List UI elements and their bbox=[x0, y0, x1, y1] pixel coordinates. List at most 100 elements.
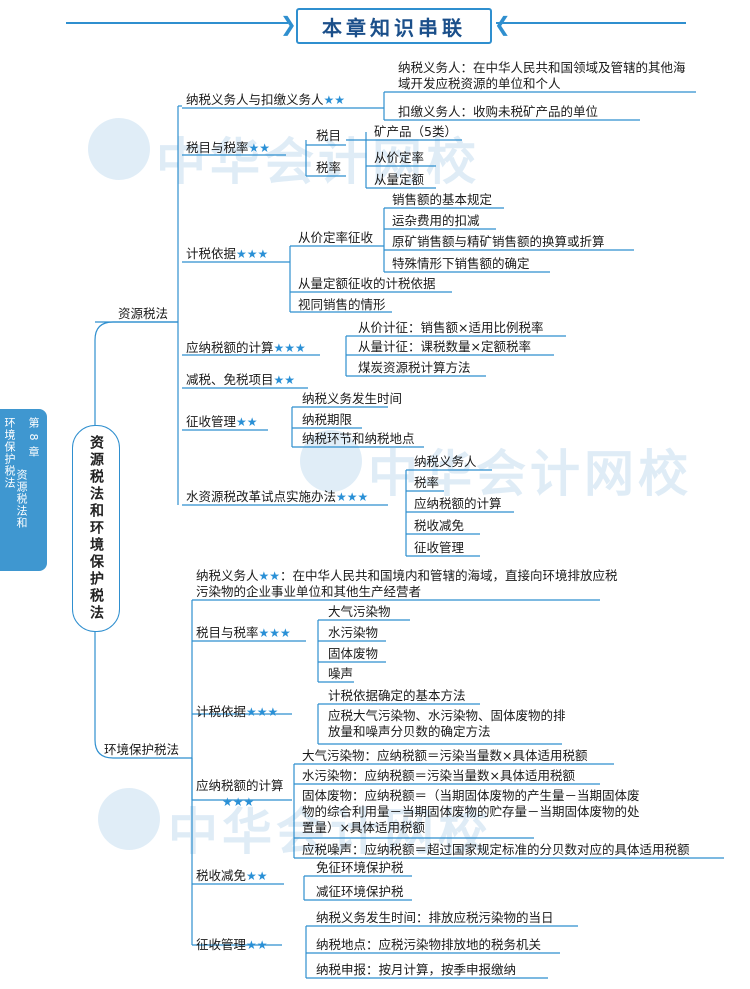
side-tab-chapter: 第 8 章 bbox=[27, 417, 40, 458]
branch-resource-tax: 资源税法 bbox=[118, 306, 169, 321]
resource-water-label: 水资源税改革试点实施办法 bbox=[186, 489, 337, 504]
env-relief-node: 税收减免★★ bbox=[196, 868, 268, 884]
resource-calc-coal: 煤炭资源税计算方法 bbox=[358, 360, 471, 375]
resource-calc-node: 应纳税额的计算★★★ bbox=[186, 340, 306, 356]
star-rating: ★★ bbox=[236, 415, 258, 429]
header-chevron-left-icon: ❯ bbox=[280, 12, 297, 36]
star-rating: ★★★ bbox=[236, 247, 269, 261]
env-items-label: 税目与税率 bbox=[196, 625, 259, 640]
resource-relief-label: 减税、免税项目 bbox=[186, 372, 274, 387]
watermark-text: 中华会计网校 bbox=[368, 445, 692, 503]
side-tab-title-line2: 环境保护税法 bbox=[3, 417, 16, 489]
resource-relief-node: 减税、免税项目★★ bbox=[186, 372, 295, 388]
resource-basis-node: 计税依据★★★ bbox=[186, 246, 268, 262]
star-rating: ★★ bbox=[246, 938, 268, 952]
resource-basis-conversion: 原矿销售额与精矿销售额的换算或折算 bbox=[392, 234, 605, 249]
watermark-text: 中华会计网校 bbox=[168, 803, 492, 861]
resource-items-label: 税目与税率 bbox=[186, 140, 249, 155]
watermark-logo-icon bbox=[88, 118, 150, 180]
env-taxpayer-label: 纳税义务人 bbox=[196, 568, 259, 583]
header-right-rule bbox=[496, 22, 686, 24]
env-admin-node: 征收管理★★ bbox=[196, 937, 268, 953]
root-topic-label: 资源税法和环境保护税法 bbox=[88, 435, 104, 622]
water-calc: 应纳税额的计算 bbox=[414, 496, 502, 511]
resource-admin-label: 征收管理 bbox=[186, 414, 237, 429]
resource-taxpayer-node: 纳税义务人与扣缴义务人★★ bbox=[186, 92, 345, 108]
header-title: 本章知识串联 bbox=[296, 8, 492, 44]
resource-basis-freight: 运杂费用的扣减 bbox=[392, 213, 480, 228]
star-rating: ★★★ bbox=[273, 341, 306, 355]
resource-calc-label: 应纳税额的计算 bbox=[186, 340, 274, 355]
env-item-noise: 噪声 bbox=[328, 666, 354, 681]
branch-environment-tax: 环境保护税法 bbox=[104, 742, 180, 757]
resource-taxpayer-definition: 纳税义务人：在中华人民共和国领域及管辖的其他海域开发应税资源的单位和个人 bbox=[398, 60, 686, 91]
resource-admin-timing: 纳税义务发生时间 bbox=[302, 391, 403, 406]
root-topic: 资源税法和环境保护税法 bbox=[72, 425, 120, 632]
header-left-rule bbox=[66, 22, 288, 24]
env-relief-label: 税收减免 bbox=[196, 868, 247, 883]
resource-ad-valorem-rate: 从价定率 bbox=[374, 150, 425, 165]
water-taxpayer: 纳税义务人 bbox=[414, 454, 477, 469]
env-calc-solid: 固体废物：应纳税额＝（当期固体废物的产生量－当期固体废物的综合利用量－当期固体废… bbox=[302, 788, 640, 835]
water-admin: 征收管理 bbox=[414, 540, 465, 555]
env-basis-node: 计税依据★★★ bbox=[196, 704, 278, 720]
env-calc-water: 水污染物：应纳税额＝污染当量数×具体适用税额 bbox=[302, 768, 575, 783]
resource-basis-specific: 从量定额征收的计税依据 bbox=[298, 276, 436, 291]
env-calc-air: 大气污染物：应纳税额＝污染当量数×具体适用税额 bbox=[302, 748, 588, 763]
env-basis-label: 计税依据 bbox=[196, 704, 247, 719]
resource-basis-sales-basic: 销售额的基本规定 bbox=[392, 192, 493, 207]
env-basis-method: 计税依据确定的基本方法 bbox=[328, 688, 466, 703]
resource-water-node: 水资源税改革试点实施办法★★★ bbox=[186, 489, 368, 505]
resource-specific-rate: 从量定额 bbox=[374, 172, 425, 187]
env-taxpayer-definition: ：在中华人民共和国境内和管辖的海域，直接向环境排放应税污染物的企业事业单位和其他… bbox=[196, 568, 618, 599]
env-items-node: 税目与税率★★★ bbox=[196, 625, 291, 641]
resource-withholding-definition: 扣缴义务人：收购未税矿产品的单位 bbox=[398, 104, 599, 119]
star-rating: ★★ bbox=[258, 569, 281, 583]
env-admin-place: 纳税地点：应税污染物排放地的税务机关 bbox=[316, 937, 542, 952]
resource-admin-place: 纳税环节和纳税地点 bbox=[302, 431, 415, 446]
env-taxpayer-node: 纳税义务人★★：在中华人民共和国境内和管辖的海域，直接向环境排放应税污染物的企业… bbox=[196, 568, 620, 600]
env-relief-exempt: 免征环境保护税 bbox=[316, 860, 404, 875]
resource-items-node: 税目与税率★★ bbox=[186, 140, 270, 156]
resource-mineral-products: 矿产品（5类） bbox=[374, 124, 457, 139]
chapter-side-tab: 第 8 章 资源税法和 环境保护税法 bbox=[0, 409, 47, 571]
resource-calc-ad-valorem: 从价计征：销售额×适用比例税率 bbox=[358, 320, 544, 335]
resource-admin-node: 征收管理★★ bbox=[186, 414, 258, 430]
resource-tax-item: 税目 bbox=[316, 128, 342, 143]
env-basis-quantity: 应税大气污染物、水污染物、固体废物的排放量和噪声分贝数的确定方法 bbox=[328, 708, 566, 739]
header-chevron-right-icon: ❮ bbox=[494, 12, 511, 36]
star-rating: ★★ bbox=[246, 869, 268, 883]
env-relief-reduce: 减征环境保护税 bbox=[316, 884, 404, 899]
env-item-water: 水污染物 bbox=[328, 625, 379, 640]
watermark-logo-icon bbox=[300, 430, 362, 492]
star-rating: ★★ bbox=[323, 93, 346, 107]
env-calc-node: 应纳税额的计算 bbox=[196, 778, 284, 794]
resource-admin-period: 纳税期限 bbox=[302, 412, 353, 427]
env-calc-stars: ★★★ bbox=[222, 794, 254, 810]
star-rating: ★★★ bbox=[246, 705, 279, 719]
chapter-header: ❯ ❮ 本章知识串联 bbox=[0, 0, 750, 52]
resource-basis-deemed-sale: 视同销售的情形 bbox=[298, 297, 386, 312]
resource-basis-special: 特殊情形下销售额的确定 bbox=[392, 256, 530, 271]
side-tab-title-line1: 资源税法和 bbox=[15, 469, 28, 529]
watermark-text: 中华会计网校 bbox=[156, 133, 480, 191]
env-admin-label: 征收管理 bbox=[196, 937, 247, 952]
watermark-logo-icon bbox=[98, 788, 160, 850]
env-admin-filing: 纳税申报：按月计算，按季申报缴纳 bbox=[316, 962, 517, 977]
star-rating: ★★ bbox=[248, 141, 271, 155]
resource-tax-rate: 税率 bbox=[316, 160, 342, 175]
env-calc-label: 应纳税额的计算 bbox=[196, 778, 284, 793]
env-calc-noise: 应税噪声：应纳税额＝超过国家规定标准的分贝数对应的具体适用税额 bbox=[302, 842, 690, 857]
water-rate: 税率 bbox=[414, 475, 440, 490]
resource-calc-specific: 从量计征：课税数量×定额税率 bbox=[358, 339, 531, 354]
resource-basis-ad-valorem: 从价定率征收 bbox=[298, 230, 374, 245]
star-rating: ★★★ bbox=[258, 626, 291, 640]
env-item-solid: 固体废物 bbox=[328, 646, 379, 661]
env-admin-timing: 纳税义务发生时间：排放应税污染物的当日 bbox=[316, 910, 554, 925]
star-rating: ★★★ bbox=[222, 795, 255, 809]
resource-taxpayer-label: 纳税义务人与扣缴义务人 bbox=[186, 92, 324, 107]
water-relief: 税收减免 bbox=[414, 518, 465, 533]
star-rating: ★★★ bbox=[336, 490, 369, 504]
resource-basis-label: 计税依据 bbox=[186, 246, 237, 261]
